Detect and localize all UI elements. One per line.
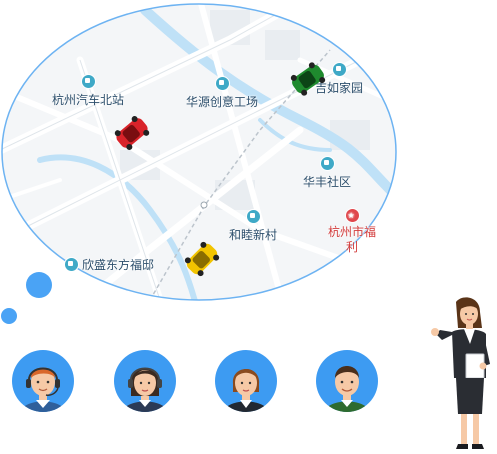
agent-avatar-female[interactable] [215, 350, 277, 412]
poi-xinsheng-dongfang[interactable]: 欣盛东方福邸 [64, 256, 154, 273]
agent-avatar-male-headset[interactable] [12, 350, 74, 412]
poi-hangzhou-welfare[interactable]: 杭州市福利 [322, 208, 382, 255]
poi-hangzhou-north-bus-station[interactable]: 杭州汽车北站 [52, 74, 124, 108]
building-icon [245, 209, 261, 224]
poi-hemu-new-village[interactable]: 和睦新村 [229, 209, 277, 243]
star-icon [344, 208, 360, 223]
bus-station-icon [80, 74, 96, 89]
male-headset-agent-icon [20, 367, 66, 412]
female-agent-icon [223, 369, 269, 412]
building-icon [64, 257, 79, 272]
poi-jiru-home[interactable]: 吉如家园 [315, 62, 363, 96]
male-agent-icon [324, 366, 370, 412]
thought-bubble-large [26, 272, 52, 298]
thought-bubble-small [1, 308, 17, 324]
female-headset-agent-icon [122, 367, 168, 412]
agent-avatar-male[interactable] [316, 350, 378, 412]
businesswoman-illustration [431, 297, 490, 449]
yellow-car-icon[interactable] [180, 240, 224, 278]
building-icon [331, 62, 347, 77]
building-icon [319, 156, 335, 171]
agent-avatar-female-headset[interactable] [114, 350, 176, 412]
red-car-icon[interactable] [110, 114, 154, 152]
building-icon [214, 76, 230, 91]
green-car-icon[interactable] [286, 60, 330, 98]
poi-huayuan-creative-park[interactable]: 华源创意工场 [186, 76, 258, 110]
poi-huafeng-community[interactable]: 华丰社区 [303, 156, 351, 190]
